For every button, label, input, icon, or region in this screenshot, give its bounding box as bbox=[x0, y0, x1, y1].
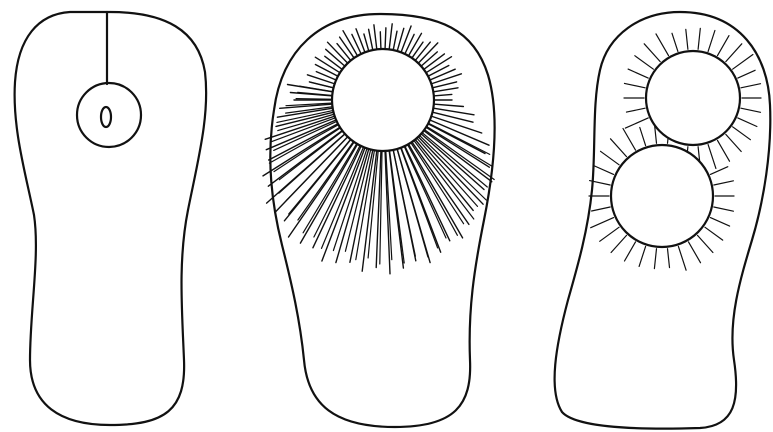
ray-right-top bbox=[686, 29, 688, 49]
nucleus-ellipse bbox=[101, 107, 111, 127]
ray-right-top bbox=[672, 33, 678, 51]
panel-left bbox=[15, 12, 207, 425]
ray-right-top bbox=[708, 145, 716, 169]
ray-right-top bbox=[625, 83, 646, 87]
ray-middle bbox=[413, 42, 424, 57]
sphere-right-top bbox=[646, 51, 740, 145]
bud-circle bbox=[77, 83, 141, 147]
ray-right-bottom bbox=[592, 207, 611, 211]
panel-middle bbox=[263, 14, 495, 427]
ray-middle bbox=[411, 144, 463, 224]
ray-right-bottom bbox=[710, 218, 729, 227]
ray-middle bbox=[374, 25, 377, 49]
ray-right-top bbox=[708, 31, 715, 52]
ray-middle bbox=[315, 65, 337, 76]
ray-right-top bbox=[741, 108, 761, 112]
ray-middle bbox=[435, 104, 464, 106]
ray-right-bottom bbox=[678, 246, 686, 270]
ray-right-top bbox=[635, 56, 654, 69]
ray-right-bottom bbox=[654, 249, 656, 269]
ray-right-top bbox=[718, 36, 730, 56]
ray-right-bottom bbox=[611, 139, 627, 157]
ray-middle bbox=[340, 37, 354, 57]
ray-right-bottom bbox=[640, 128, 646, 146]
ray-middle bbox=[431, 69, 455, 79]
ray-middle bbox=[311, 82, 333, 87]
ray-right-bottom bbox=[625, 242, 636, 261]
ray-right-bottom bbox=[623, 129, 636, 151]
ray-right-bottom bbox=[714, 181, 734, 185]
ray-right-bottom bbox=[591, 218, 614, 228]
ray-middle bbox=[380, 32, 381, 48]
cell-outline-left bbox=[15, 12, 207, 425]
ray-right-top bbox=[625, 118, 648, 128]
ray-right-top bbox=[738, 70, 755, 78]
ray-middle bbox=[300, 145, 357, 243]
ray-right-top bbox=[627, 108, 646, 112]
ray-middle bbox=[322, 148, 364, 248]
ray-middle bbox=[434, 82, 457, 88]
ray-right-top bbox=[726, 134, 741, 151]
sphere-right-bottom bbox=[611, 145, 713, 247]
ray-middle bbox=[369, 29, 373, 49]
ray-right-top bbox=[698, 28, 700, 49]
ray-right-top bbox=[644, 44, 660, 62]
ray-right-bottom bbox=[668, 249, 670, 268]
ray-middle bbox=[429, 66, 449, 76]
ray-middle bbox=[337, 44, 350, 60]
ray-middle bbox=[409, 33, 422, 55]
ray-right-bottom bbox=[611, 235, 626, 252]
ray-middle bbox=[422, 52, 437, 66]
ray-right-top bbox=[741, 84, 761, 88]
ray-right-top bbox=[726, 44, 742, 62]
ray-right-bottom bbox=[710, 167, 727, 175]
ray-middle bbox=[336, 150, 369, 263]
ray-middle bbox=[296, 99, 331, 100]
ray-middle bbox=[356, 29, 365, 52]
sphere-middle bbox=[332, 49, 434, 151]
ray-middle bbox=[313, 147, 361, 248]
ray-right-top bbox=[733, 55, 753, 70]
ray-middle bbox=[268, 131, 341, 186]
ray-middle bbox=[364, 34, 369, 50]
ray-middle bbox=[385, 28, 386, 48]
ray-right-bottom bbox=[594, 166, 614, 175]
ray-middle bbox=[405, 147, 450, 241]
ray-right-bottom bbox=[698, 235, 713, 252]
ray-right-bottom bbox=[714, 207, 734, 211]
ray-right-top bbox=[718, 140, 730, 161]
ray-middle bbox=[393, 31, 397, 49]
ray-right-top bbox=[738, 118, 757, 127]
ray-middle bbox=[325, 56, 342, 69]
ray-middle bbox=[389, 24, 392, 49]
panel-right bbox=[555, 12, 771, 429]
ray-right-top bbox=[733, 127, 751, 140]
ray-right-bottom bbox=[639, 246, 646, 266]
ray-right-bottom bbox=[689, 242, 701, 263]
ray-right-bottom bbox=[600, 227, 619, 241]
ray-middle bbox=[416, 42, 430, 60]
ray-right-top bbox=[656, 34, 669, 56]
ray-right-bottom bbox=[705, 227, 723, 240]
ray-middle bbox=[286, 138, 347, 201]
ray-middle bbox=[434, 88, 458, 92]
ray-right-bottom bbox=[601, 151, 620, 165]
ray-middle bbox=[435, 94, 452, 95]
ray-right-top bbox=[628, 69, 648, 78]
